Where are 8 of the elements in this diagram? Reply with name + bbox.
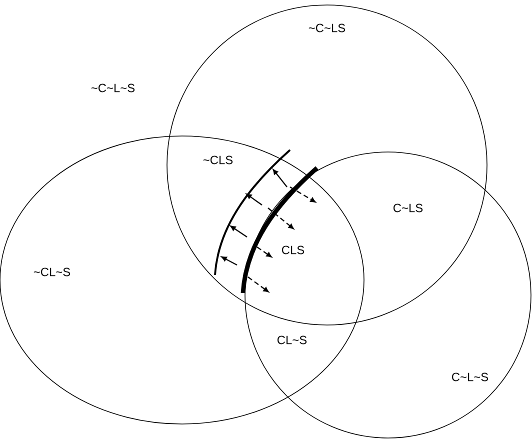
region-label: CL~S <box>276 334 308 346</box>
region-label: C~LS <box>392 202 424 214</box>
region-label: ~CLS <box>202 154 234 166</box>
region-label: C~L~S <box>450 372 490 382</box>
region-label: ~C~L~S <box>90 82 136 94</box>
region-label: ~CL~S <box>32 266 72 278</box>
region-label: ~C~LS <box>307 22 347 34</box>
region-label: CLS <box>280 244 306 256</box>
